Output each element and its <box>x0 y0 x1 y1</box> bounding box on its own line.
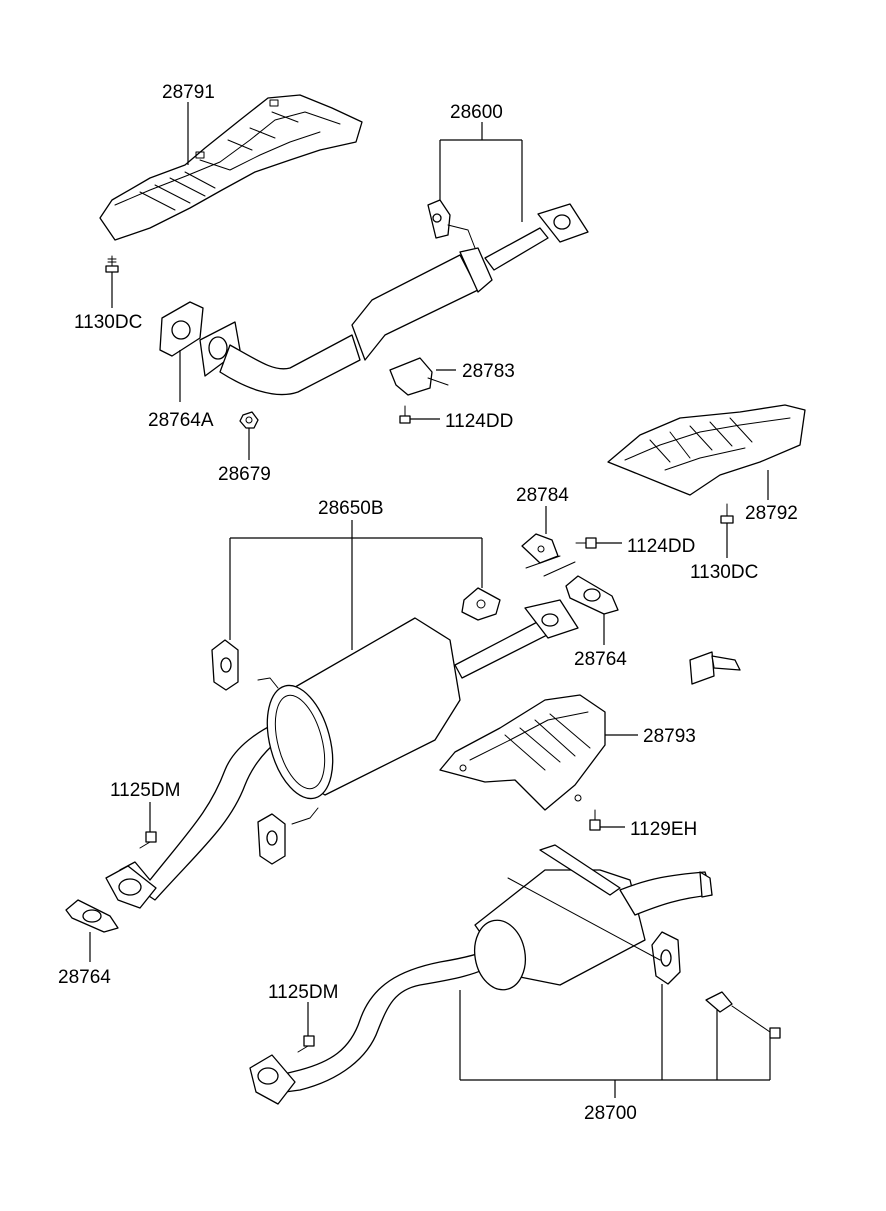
label-28764-mid: 28764 <box>574 649 627 670</box>
bracket-28783[interactable] <box>389 357 449 396</box>
label-28764-left: 28764 <box>58 967 111 988</box>
label-28700: 28700 <box>584 1103 637 1124</box>
bolt-1130DC-right[interactable] <box>720 503 734 524</box>
label-1125DM-bottom: 1125DM <box>268 982 338 1003</box>
label-28793: 28793 <box>643 726 696 747</box>
gasket-28764A[interactable] <box>159 301 204 357</box>
label-28783: 28783 <box>462 361 515 382</box>
bolt-1130DC-top[interactable] <box>105 255 119 273</box>
bolt-1129EH[interactable] <box>589 809 601 831</box>
part-labels: 28791 28600 1130DC 28764A 28679 28783 11… <box>58 82 798 1124</box>
label-28764A: 28764A <box>148 410 214 431</box>
label-1130DC-right: 1130DC <box>690 562 758 583</box>
label-28784: 28784 <box>516 485 569 506</box>
bracket-28784[interactable] <box>521 533 576 577</box>
bolt-1124DD-top[interactable] <box>399 405 411 424</box>
gasket-28764-mid[interactable] <box>565 575 619 615</box>
heat-shield-28792[interactable] <box>607 404 806 496</box>
label-1124DD-mid: 1124DD <box>627 536 695 557</box>
nut-28679[interactable] <box>239 411 259 429</box>
label-28792: 28792 <box>745 503 798 524</box>
heat-shield-28791[interactable] <box>99 94 363 241</box>
center-muffler-28650B[interactable] <box>105 587 579 909</box>
heat-shield-28793[interactable] <box>439 694 606 811</box>
bolt-1124DD-mid[interactable] <box>575 537 597 549</box>
leader-lines <box>89 102 771 1098</box>
rear-muffler-28700[interactable] <box>249 844 781 1105</box>
front-pipe-28600[interactable] <box>199 199 589 396</box>
label-28600: 28600 <box>450 102 503 123</box>
label-1129EH: 1129EH <box>630 819 697 840</box>
label-1125DM-left: 1125DM <box>110 780 180 801</box>
bolt-1125DM-left[interactable] <box>139 831 157 849</box>
gasket-28764-left[interactable] <box>65 899 119 933</box>
label-1124DD-top: 1124DD <box>445 411 513 432</box>
hanger-bracket[interactable] <box>689 651 741 685</box>
label-28650B: 28650B <box>318 498 384 519</box>
label-1130DC-top: 1130DC <box>74 312 142 333</box>
label-28679: 28679 <box>218 464 271 485</box>
label-28791: 28791 <box>162 82 215 103</box>
